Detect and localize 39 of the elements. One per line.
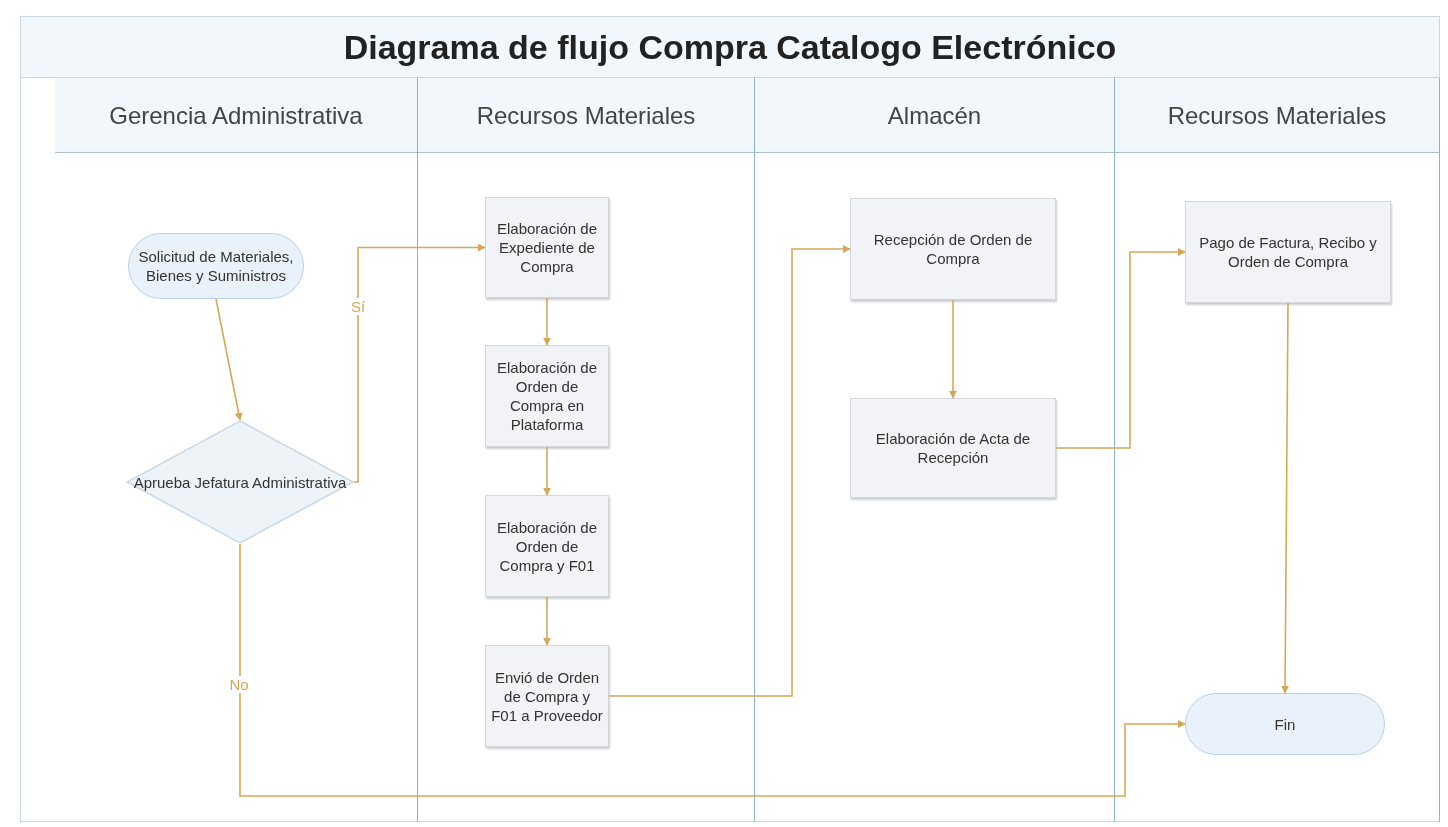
process-box — [485, 645, 609, 747]
connector-arrow — [608, 245, 851, 697]
step-label: Elaboración de Acta de Recepción — [874, 429, 1032, 467]
connector-arrow — [353, 243, 486, 483]
connector-arrow — [1055, 248, 1186, 449]
step-label: Fin — [1273, 714, 1297, 734]
decision-diamond — [126, 420, 354, 544]
connector-arrow — [239, 543, 1186, 797]
swimlane — [418, 78, 755, 822]
edge-label: No — [227, 675, 251, 693]
connector-arrow — [949, 299, 957, 399]
step-label: Envió de Orden de Compra y F01 a Proveedor — [490, 667, 604, 725]
process-box — [485, 495, 609, 597]
swimlane — [755, 78, 1115, 822]
diagram-title: Diagrama de flujo Compra Catalogo Electrónico — [20, 16, 1440, 78]
connector-arrow — [543, 596, 551, 646]
process-box — [1185, 201, 1391, 303]
connector-arrow — [215, 298, 243, 421]
swimlane — [55, 78, 418, 822]
process-box — [485, 345, 609, 447]
step-label: Elaboración de Orden de Compra y F01 — [495, 517, 599, 575]
connector-arrow — [1281, 302, 1290, 694]
process-box — [850, 198, 1056, 300]
lane-header: Recursos Materiales — [418, 78, 754, 153]
step-label: Solicitud de Materiales, Bienes y Suministros — [137, 247, 295, 285]
process-box — [485, 197, 609, 298]
step-label: Elaboración de Expediente de Compra — [495, 219, 599, 276]
lane-header: Recursos Materiales — [1115, 78, 1439, 153]
edge-label: Sí — [349, 297, 368, 315]
step-label: Pago de Factura, Recibo y Orden de Compra — [1198, 233, 1378, 271]
lane-header: Almacén — [755, 78, 1114, 153]
step-label: Elaboración de Orden de Compra en Plataforma — [495, 358, 599, 434]
connector-arrow — [543, 446, 551, 496]
connector-arrow — [543, 297, 551, 346]
step-label: Recepción de Orden de Compra — [872, 230, 1034, 268]
process-box — [850, 398, 1056, 498]
decision-label: Aprueba Jefatura Administrativa — [132, 472, 348, 492]
swimlane — [1115, 78, 1440, 822]
lane-header: Gerencia Administrativa — [55, 78, 417, 153]
